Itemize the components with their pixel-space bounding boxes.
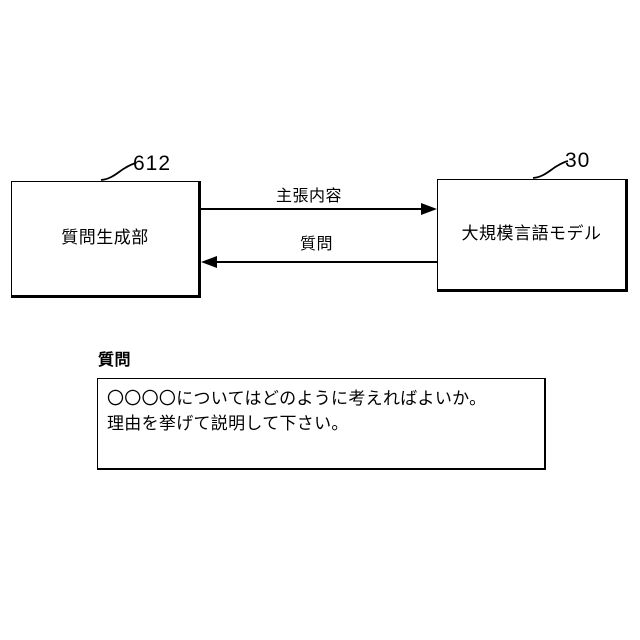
question-panel-line-2: 理由を挙げて説明して下さい。 — [107, 413, 349, 433]
arrow-label-question-return: 質問 — [300, 236, 334, 253]
question-panel: 〇〇〇〇についてはどのように考えればよいか。 理由を挙げて説明して下さい。 — [97, 378, 546, 470]
block-question-generator-label: 質問生成部 — [61, 228, 149, 248]
question-panel-line-1: 〇〇〇〇についてはどのように考えればよいか。 — [107, 389, 487, 408]
block-large-language-model: 大規模言語モデル — [437, 179, 628, 292]
leader-line-612 — [100, 162, 137, 181]
block-question-generator: 質問生成部 — [11, 181, 201, 298]
arrowhead-claim-content — [421, 203, 437, 215]
arrow-label-claim-content: 主張内容 — [276, 188, 343, 205]
reference-numeral-612: 612 — [133, 152, 172, 175]
leader-line-30 — [532, 160, 569, 179]
reference-numeral-30: 30 — [565, 149, 591, 172]
question-panel-caption: 質問 — [98, 352, 132, 369]
block-large-language-model-label: 大規模言語モデル — [461, 224, 602, 244]
arrowhead-question-return — [201, 256, 217, 268]
